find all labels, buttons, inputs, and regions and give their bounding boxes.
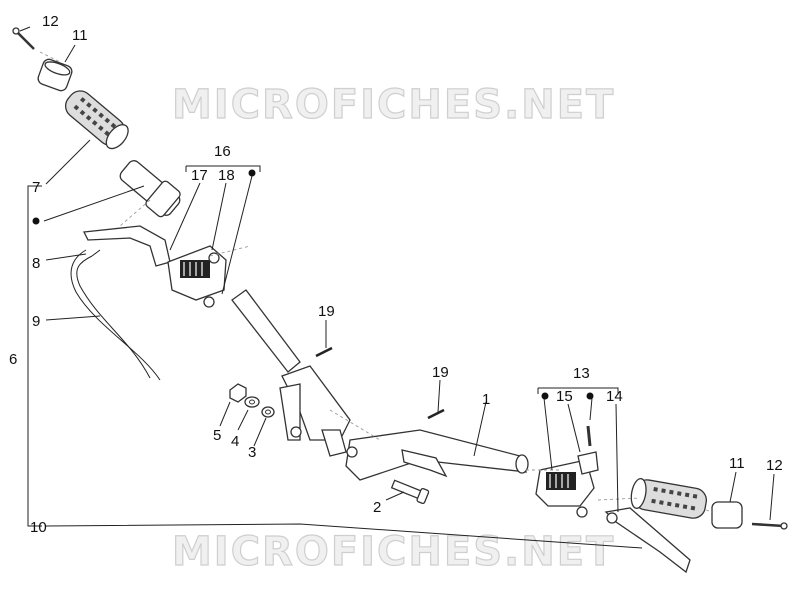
callout-17: 17	[191, 167, 208, 184]
pin-lower-part	[427, 408, 445, 420]
callout-6: 6	[9, 351, 17, 368]
callout-3: 3	[248, 444, 256, 461]
callout-8: 8	[32, 255, 40, 272]
callout-18: 18	[218, 167, 235, 184]
callout-7: 7	[32, 179, 40, 196]
watermark-top: MICROFICHES.NET	[172, 82, 615, 128]
right-parts	[535, 425, 788, 574]
throttle-tube-part	[119, 160, 181, 218]
callout-9: 9	[32, 313, 40, 330]
leader-lines	[19, 26, 775, 549]
callout-1: 1	[482, 391, 490, 408]
callouts: 1 2 3 4 5 6 7 8 9 10 11 11 12 12 13 14 1…	[9, 13, 783, 536]
grip-left-part	[64, 90, 129, 150]
callout-12-left: 12	[42, 13, 59, 30]
callout-15: 15	[556, 388, 573, 405]
bolt-part	[390, 479, 430, 505]
callout-11-left: 11	[72, 27, 88, 44]
watermark-bottom: MICROFICHES.NET	[172, 529, 615, 575]
callout-12-right: 12	[766, 457, 783, 474]
nut-washer-parts	[229, 383, 275, 418]
screw-left-part	[12, 27, 35, 50]
callout-14: 14	[606, 388, 623, 405]
left-switch-housing-part	[167, 245, 227, 308]
handlebar-part	[231, 289, 529, 481]
callout-11-right: 11	[729, 455, 745, 472]
throttle-cables-part	[70, 249, 161, 381]
assembly-guides	[39, 51, 713, 513]
callout-19-lower: 19	[432, 364, 449, 381]
callout-2: 2	[373, 499, 381, 516]
end-weight-left-part	[37, 58, 73, 92]
callout-13: 13	[573, 365, 590, 382]
callout-10: 10	[30, 519, 47, 536]
left-parts	[12, 27, 227, 381]
bullet-dots	[32, 169, 594, 400]
callout-5: 5	[213, 427, 221, 444]
callout-19-upper: 19	[318, 303, 335, 320]
left-lever-part	[82, 225, 171, 267]
callout-16: 16	[214, 143, 231, 160]
callout-4: 4	[231, 433, 239, 450]
pin-upper-part	[315, 346, 333, 358]
